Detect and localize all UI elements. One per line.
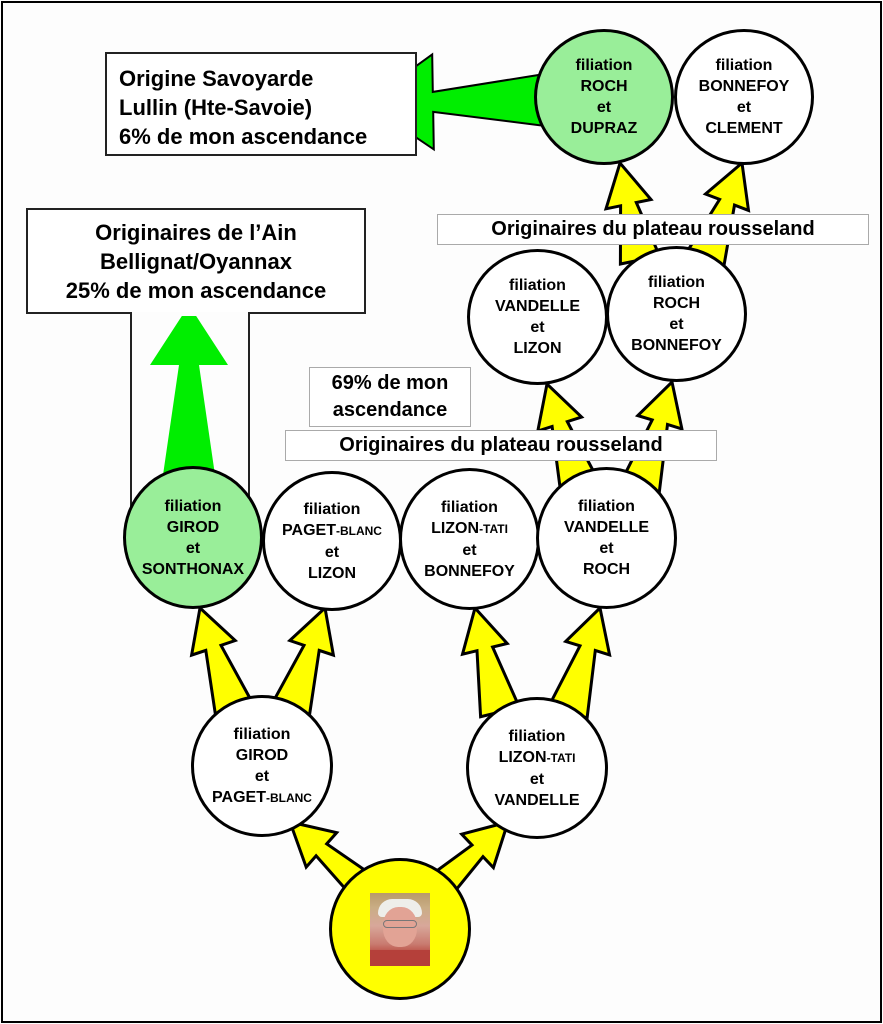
node-text: filiation bbox=[164, 497, 222, 515]
arrow-girod-paget-to-girod-sonthonax bbox=[189, 605, 257, 721]
node-text: LIZON-TATI bbox=[499, 747, 576, 769]
label-line: 25% de mon ascendance bbox=[65, 278, 327, 303]
node-text: ROCH bbox=[580, 78, 628, 95]
label-line: Bellignat/Oyannax bbox=[100, 249, 292, 274]
node-text: LIZON bbox=[513, 340, 562, 357]
node-text: ROCH bbox=[582, 561, 631, 578]
label-line: Originaires du plateau rousseland bbox=[491, 218, 815, 240]
node-text: et bbox=[462, 541, 477, 559]
node-text: et bbox=[254, 767, 270, 785]
node-text: DUPRAZ bbox=[570, 120, 638, 137]
node-roch-dupraz[interactable]: filiation ROCH et DUPRAZ bbox=[534, 29, 674, 165]
label-line: Originaires du plateau rousseland bbox=[339, 434, 663, 456]
node-text: et bbox=[736, 99, 752, 116]
node-text: SONTHONAX bbox=[141, 560, 245, 578]
surname-suffix: -BLANC bbox=[265, 790, 312, 805]
node-text: filiation bbox=[509, 277, 566, 294]
node-text: filiation bbox=[441, 498, 498, 516]
callout-tail-left bbox=[130, 312, 132, 512]
surname: PAGET bbox=[212, 788, 266, 806]
node-text: filiation bbox=[233, 725, 291, 743]
node-girod-paget[interactable]: filiation GIROD et PAGET-BLANC bbox=[191, 695, 333, 837]
label-rousseland-upper: Originaires du plateau rousseland bbox=[437, 214, 869, 245]
person-photo bbox=[370, 892, 430, 966]
node-text: et bbox=[529, 770, 545, 788]
arrow-lizon-vandelle-to-vandelle-roch bbox=[546, 605, 612, 720]
arrow-lizon-vandelle-to-lizon-bonnefoy bbox=[460, 604, 522, 719]
node-vandelle-lizon[interactable]: filiation VANDELLE et LIZON bbox=[467, 249, 608, 385]
node-text: et bbox=[596, 99, 612, 116]
node-text: PAGET-BLANC bbox=[282, 520, 382, 542]
node-text: CLEMENT bbox=[705, 120, 783, 137]
node-bonnefoy-clement[interactable]: filiation BONNEFOY et CLEMENT bbox=[674, 29, 814, 165]
node-text: GIROD bbox=[166, 518, 220, 536]
node-lizon-bonnefoy[interactable]: filiation LIZON-TATI et BONNEFOY bbox=[399, 468, 540, 610]
node-text: BONNEFOY bbox=[631, 337, 722, 354]
node-vandelle-roch[interactable]: filiation VANDELLE et ROCH bbox=[536, 467, 677, 609]
label-originaires-ain: Originaires de l’Ain Bellignat/Oyannax 2… bbox=[26, 208, 366, 318]
node-girod-sonthonax[interactable]: filiation GIROD et SONTHONAX bbox=[123, 466, 263, 609]
node-text: BONNEFOY bbox=[424, 562, 515, 580]
surname-suffix: -TATI bbox=[546, 750, 576, 765]
callout-tail-gap bbox=[132, 312, 248, 316]
node-root-self[interactable] bbox=[329, 858, 471, 1000]
node-text: filiation bbox=[508, 727, 566, 745]
node-text: BONNEFOY bbox=[698, 78, 790, 95]
node-text: filiation bbox=[648, 274, 705, 291]
label-line: ascendance bbox=[332, 399, 448, 421]
node-text: filiation bbox=[303, 500, 361, 518]
label-line: Origine Savoyarde bbox=[119, 66, 314, 91]
node-text: LIZON-TATI bbox=[431, 518, 508, 540]
node-text: LIZON bbox=[308, 564, 356, 582]
node-text: et bbox=[599, 540, 614, 557]
node-text: VANDELLE bbox=[494, 791, 580, 809]
node-text: GIROD bbox=[235, 746, 289, 764]
node-text: VANDELLE bbox=[494, 298, 581, 315]
node-text: ROCH bbox=[652, 295, 701, 312]
callout-tail-right bbox=[248, 312, 250, 512]
label-69-percent: 69% de mon ascendance bbox=[309, 367, 471, 427]
surname: LIZON bbox=[498, 748, 547, 766]
node-text: filiation bbox=[715, 57, 773, 74]
surname-suffix: -BLANC bbox=[335, 523, 382, 538]
node-roch-bonnefoy[interactable]: filiation ROCH et BONNEFOY bbox=[606, 246, 747, 382]
label-line: Originaires de l’Ain bbox=[95, 220, 297, 245]
node-text: et bbox=[530, 319, 545, 336]
node-text: et bbox=[669, 316, 684, 333]
label-origine-savoyarde: Origine Savoyarde Lullin (Hte-Savoie) 6%… bbox=[105, 52, 417, 156]
label-line: 69% de mon bbox=[331, 372, 449, 394]
arrow-to-originaires-ain bbox=[150, 305, 228, 475]
node-text: PAGET-BLANC bbox=[212, 787, 312, 809]
label-rousseland-lower: Originaires du plateau rousseland bbox=[285, 430, 717, 461]
node-text: et bbox=[185, 539, 201, 557]
node-paget-lizon[interactable]: filiation PAGET-BLANC et LIZON bbox=[262, 471, 402, 611]
node-text: VANDELLE bbox=[563, 519, 650, 536]
surname-suffix: -TATI bbox=[479, 521, 508, 536]
surname: PAGET bbox=[282, 521, 336, 539]
node-lizon-vandelle[interactable]: filiation LIZON-TATI et VANDELLE bbox=[466, 697, 608, 839]
node-text: filiation bbox=[575, 57, 633, 74]
surname: LIZON bbox=[431, 519, 480, 537]
label-line: 6% de mon ascendance bbox=[119, 124, 368, 149]
node-text: filiation bbox=[578, 498, 635, 515]
label-line: Lullin (Hte-Savoie) bbox=[119, 95, 313, 120]
node-text: et bbox=[324, 543, 340, 561]
